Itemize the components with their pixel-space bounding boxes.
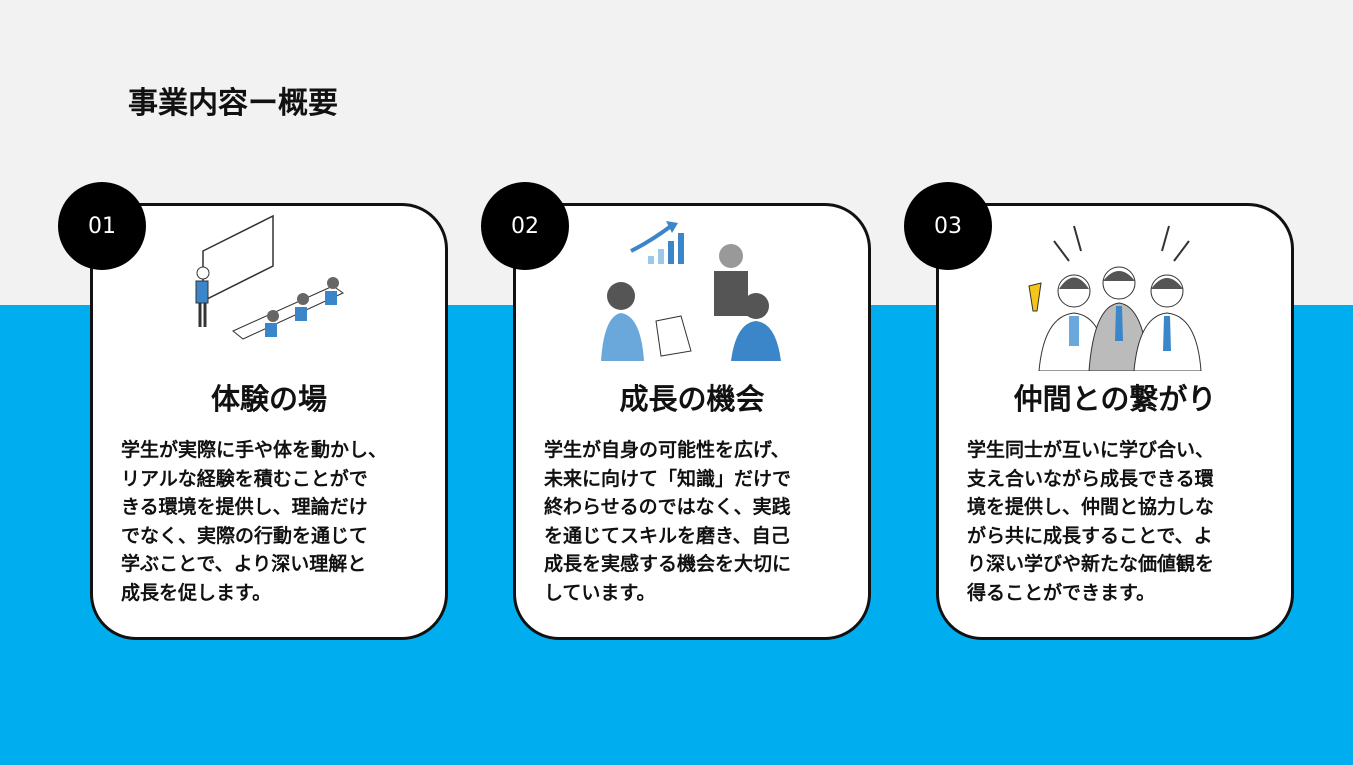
text-line: 成長を促します。	[121, 581, 272, 604]
text-line: でなく、実際の行動を通じて	[121, 524, 369, 547]
text-line: 未来に向けて「知識」だけで	[544, 467, 792, 490]
team-illustration-icon	[1028, 225, 1202, 371]
card-number-badge: 03	[904, 182, 992, 270]
page-title: 事業内容ー概要	[128, 86, 338, 121]
text-line: 学生が自身の可能性を広げ、	[544, 439, 790, 461]
text-line: を通じてスキルを磨き、自己	[544, 524, 790, 547]
card-number-badge: 02	[481, 182, 569, 270]
card-description: 学生が実際に手や体を動かし、 リアルな経験を積むことがで きる環境を提供し、理論…	[121, 436, 387, 607]
classroom-illustration-icon	[195, 214, 345, 340]
text-line: 得ることができます。	[967, 581, 1156, 604]
card-growth: 成長の機会 学生が自身の可能性を広げ、 未来に向けて「知識」だけで 終わらせるの…	[513, 203, 871, 640]
card-description: 学生が自身の可能性を広げ、 未来に向けて「知識」だけで 終わらせるのではなく、実…	[544, 436, 791, 607]
text-line: 学生同士が互いに学び合い、	[967, 439, 1215, 461]
card-number-badge: 01	[58, 182, 146, 270]
text-line: 境を提供し、仲間と協力しな	[967, 496, 1215, 518]
text-line: り深い学びや新たな価値観を	[967, 553, 1215, 575]
card-description: 学生同士が互いに学び合い、 支え合いながら成長できる環 境を提供し、仲間と協力し…	[967, 436, 1214, 607]
text-line: 学ぶことで、より深い理解と	[121, 553, 367, 575]
text-line: 学生が実際に手や体を動かし、	[121, 439, 388, 461]
card-title: 体験の場	[210, 382, 327, 416]
text-line: しています。	[544, 581, 656, 604]
text-line: リアルな経験を積むことがで	[121, 467, 368, 490]
card-title: 仲間との繋がり	[1013, 382, 1217, 416]
text-line: きる環境を提供し、理論だけ	[121, 496, 368, 518]
text-line: 終わらせるのではなく、実践	[544, 496, 791, 518]
growth-meeting-illustration-icon	[601, 221, 781, 361]
text-line: 成長を実感する機会を大切に	[544, 553, 792, 575]
card-connection: 仲間との繋がり 学生同士が互いに学び合い、 支え合いながら成長できる環 境を提供…	[936, 203, 1294, 640]
text-line: 支え合いながら成長できる環	[967, 467, 1214, 490]
card-experience: 体験の場 学生が実際に手や体を動かし、 リアルな経験を積むことがで きる環境を提…	[90, 203, 448, 640]
text-line: がら共に成長することで、よ	[967, 524, 1213, 547]
card-title: 成長の機会	[619, 382, 765, 416]
